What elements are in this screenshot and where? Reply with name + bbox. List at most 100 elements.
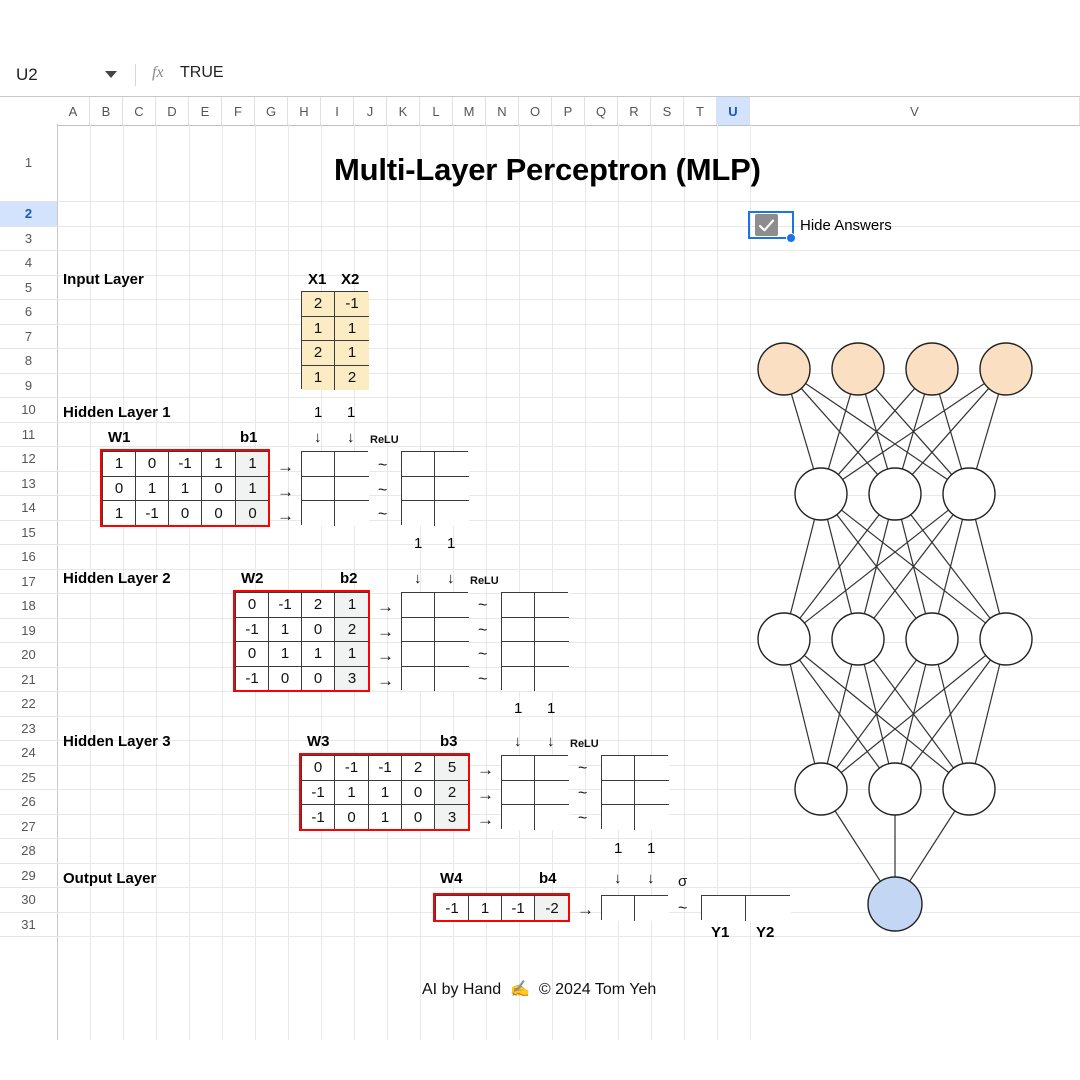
row-header-30[interactable]: 30 <box>0 888 57 913</box>
row-header-3[interactable]: 3 <box>0 227 57 251</box>
row-header-1[interactable]: 1 <box>0 124 57 202</box>
network-edge <box>873 514 954 619</box>
arrow-down-icon: ↓ <box>514 733 522 750</box>
hide-answers-checkbox[interactable] <box>755 214 778 236</box>
row-header-28[interactable]: 28 <box>0 839 57 864</box>
cell <box>746 896 791 921</box>
row-header-16[interactable]: 16 <box>0 545 57 570</box>
row-header-25[interactable]: 25 <box>0 766 57 790</box>
label-sigma: σ <box>678 873 688 890</box>
column-header-n[interactable]: N <box>486 97 519 125</box>
column-header-j[interactable]: J <box>354 97 387 125</box>
row-header-6[interactable]: 6 <box>0 300 57 325</box>
row-header-22[interactable]: 22 <box>0 692 57 717</box>
column-header-i[interactable]: I <box>321 97 354 125</box>
bias-cell: 2 <box>335 617 369 642</box>
column-header-u[interactable]: U <box>717 97 750 125</box>
row-header-13[interactable]: 13 <box>0 472 57 496</box>
tilde-symbol: ~ <box>678 900 688 917</box>
row-header-20[interactable]: 20 <box>0 643 57 668</box>
bias-cell: 2 <box>435 780 469 805</box>
arrow-right-icon: → <box>277 482 294 501</box>
network-edge <box>937 519 964 614</box>
row-header-18[interactable]: 18 <box>0 594 57 619</box>
row-header-15[interactable]: 15 <box>0 521 57 545</box>
column-header-b[interactable]: B <box>90 97 123 125</box>
column-header-k[interactable]: K <box>387 97 420 125</box>
column-header-c[interactable]: C <box>123 97 156 125</box>
column-header-a[interactable]: A <box>57 97 90 125</box>
row-header-8[interactable]: 8 <box>0 349 57 374</box>
selection-fill-handle[interactable] <box>786 233 796 243</box>
arrow-right-icon: → <box>277 506 294 525</box>
row-header-5[interactable]: 5 <box>0 276 57 300</box>
formula-input[interactable]: TRUE <box>180 64 224 81</box>
name-box[interactable]: U2 <box>0 58 120 92</box>
network-node-hidden <box>942 467 996 521</box>
cell: 2 <box>402 756 435 781</box>
row-header-24[interactable]: 24 <box>0 741 57 766</box>
row-header-19[interactable]: 19 <box>0 619 57 643</box>
column-header-f[interactable]: F <box>222 97 255 125</box>
input-ones-2: 1 <box>347 404 356 421</box>
cell: 1 <box>302 642 335 667</box>
row-header-26[interactable]: 26 <box>0 790 57 815</box>
cell: 0 <box>335 805 369 830</box>
row-header-11[interactable]: 11 <box>0 423 57 447</box>
cell: 1 <box>136 476 169 501</box>
layer1-ones-2: 1 <box>447 535 456 552</box>
label-y2: Y2 <box>756 924 775 941</box>
row-header-14[interactable]: 14 <box>0 496 57 521</box>
tilde-symbol: ~ <box>578 785 588 802</box>
cell <box>402 452 435 477</box>
column-header-r[interactable]: R <box>618 97 651 125</box>
network-edges <box>789 383 1001 882</box>
row-header-7[interactable]: 7 <box>0 325 57 349</box>
row-header-9[interactable]: 9 <box>0 374 57 398</box>
chevron-down-icon[interactable] <box>105 71 117 78</box>
row-header-10[interactable]: 10 <box>0 398 57 423</box>
network-edge <box>827 393 852 470</box>
cell: 2 <box>335 365 369 390</box>
column-header-e[interactable]: E <box>189 97 222 125</box>
column-header-p[interactable]: P <box>552 97 585 125</box>
row-header-29[interactable]: 29 <box>0 864 57 888</box>
matrix-w1: 1 0 -1 1 1 0 1 1 0 1 1 -1 0 0 0 <box>102 451 269 526</box>
cell: -1 <box>335 292 369 317</box>
row-header-23[interactable]: 23 <box>0 717 57 741</box>
column-header-d[interactable]: D <box>156 97 189 125</box>
cell <box>602 896 635 921</box>
layer2-ones-1: 1 <box>514 700 523 717</box>
row-header-31[interactable]: 31 <box>0 913 57 937</box>
cell <box>335 501 369 526</box>
row-header-27[interactable]: 27 <box>0 815 57 839</box>
cell <box>402 476 435 501</box>
network-edge <box>826 664 853 764</box>
layer3-ones-2: 1 <box>647 840 656 857</box>
row-header-21[interactable]: 21 <box>0 668 57 692</box>
column-header-h[interactable]: H <box>288 97 321 125</box>
row-header-12[interactable]: 12 <box>0 447 57 472</box>
column-header-s[interactable]: S <box>651 97 684 125</box>
network-edge <box>909 659 992 769</box>
column-header-o[interactable]: O <box>519 97 552 125</box>
row-header-17[interactable]: 17 <box>0 570 57 594</box>
row-header-2[interactable]: 2 <box>0 202 57 227</box>
tilde-symbol: ~ <box>378 457 388 474</box>
cell <box>635 756 669 781</box>
grid-line-horizontal <box>57 397 1080 398</box>
column-header-m[interactable]: M <box>453 97 486 125</box>
column-header-t[interactable]: T <box>684 97 717 125</box>
arrow-right-icon: → <box>377 622 394 641</box>
column-header-q[interactable]: Q <box>585 97 618 125</box>
column-header-l[interactable]: L <box>420 97 453 125</box>
grid-line-horizontal <box>57 936 1080 937</box>
grid-line-horizontal <box>57 274 1080 276</box>
row-header-4[interactable]: 4 <box>0 251 57 276</box>
column-header-g[interactable]: G <box>255 97 288 125</box>
grid-line-vertical <box>519 124 520 1040</box>
cell: 1 <box>302 365 335 390</box>
network-nodes <box>757 342 1033 932</box>
